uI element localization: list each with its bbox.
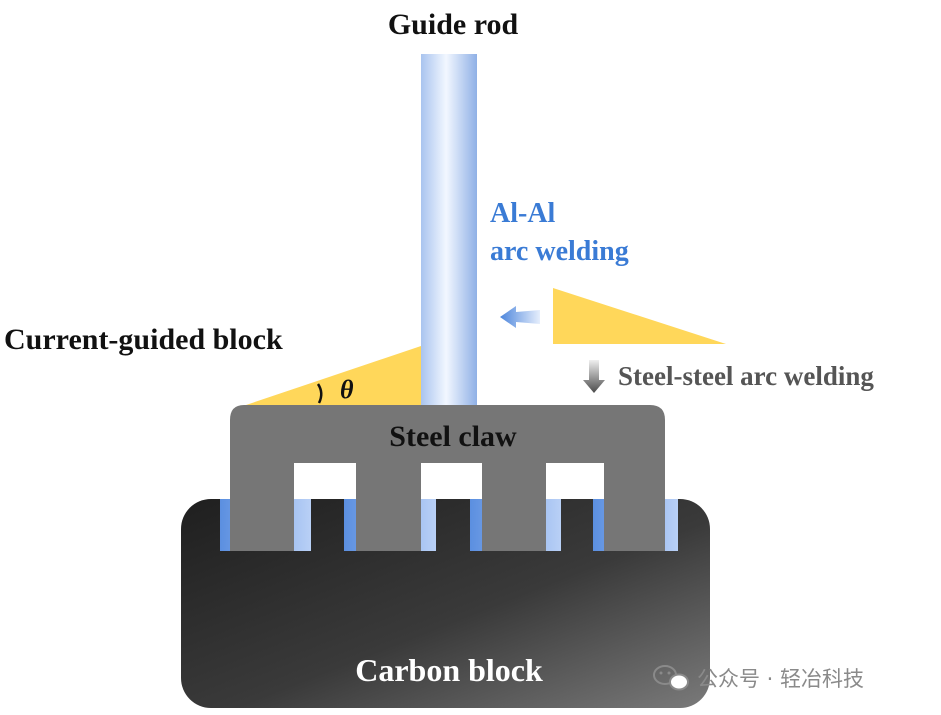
guide-rod-label: Guide rod — [388, 8, 519, 41]
current-guided-block-wedge — [246, 346, 421, 405]
current-guided-block-detached — [553, 288, 726, 344]
guide-rod — [421, 54, 477, 414]
steel-claw-label: Steel claw — [389, 420, 517, 453]
watermark-text: 公众号 · 轻冶科技 — [697, 667, 864, 691]
watermark: 公众号 · 轻冶科技 — [653, 665, 864, 691]
carbon-block — [181, 499, 710, 708]
carbon-block-label: Carbon block — [355, 652, 543, 688]
al-al-label-line1: Al-Al — [490, 198, 556, 229]
al-al-label-line2: arc welding — [490, 236, 629, 267]
steel-steel-arrow-icon — [583, 360, 605, 393]
al-al-arrow-icon — [500, 306, 540, 328]
steel-steel-label: Steel-steel arc welding — [618, 361, 874, 391]
current-guided-block-label: Current-guided block — [4, 323, 283, 356]
angle-arc — [316, 383, 323, 404]
wechat-icon — [653, 665, 689, 691]
theta-symbol: θ — [340, 375, 354, 404]
steel-claw — [230, 405, 665, 551]
